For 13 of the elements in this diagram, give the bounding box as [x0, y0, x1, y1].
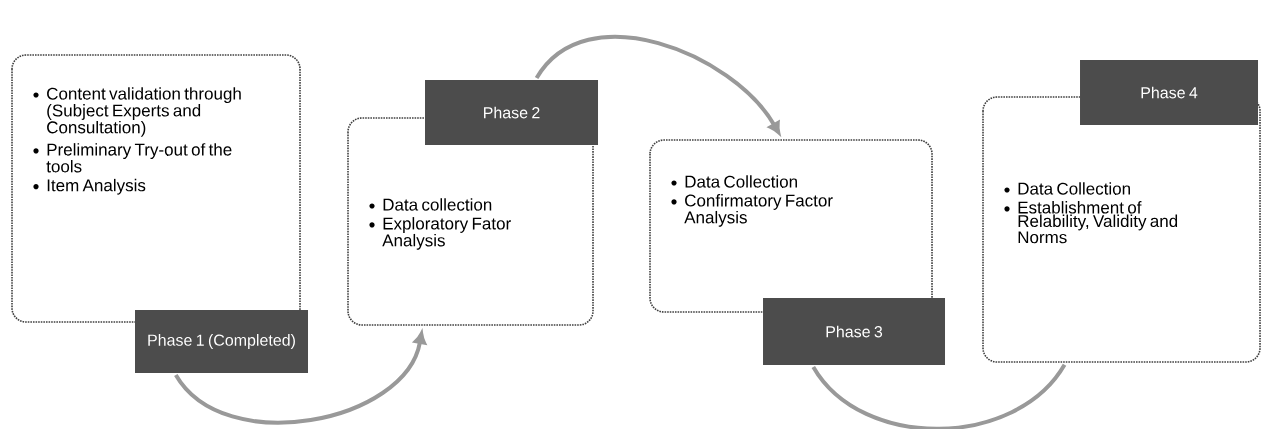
bullet-text: Item Analysis — [47, 178, 146, 195]
phase-tag: Phase 3 — [763, 298, 945, 365]
bullet-text: Data Collection — [1018, 182, 1130, 195]
bullet-text: Data collection — [383, 198, 492, 211]
phase-tag: Phase 4 — [1080, 60, 1258, 125]
bullet-text: Content validation through (Subject Experts and Consultation) — [47, 87, 241, 137]
bullet-text: Preliminary Try-out of the tools — [46, 143, 232, 173]
bullet-text: Establishment of Relability, Validity and Norms — [1018, 201, 1178, 244]
bullet-text: Exploratory Fator Analysis — [382, 217, 511, 250]
bullet-text: Confirmatory Factor Analysis — [684, 194, 833, 227]
curved-arrow — [535, 34, 781, 135]
phase-tag: Phase 2 — [425, 80, 598, 145]
bullet-text: Data Collection — [685, 175, 797, 188]
